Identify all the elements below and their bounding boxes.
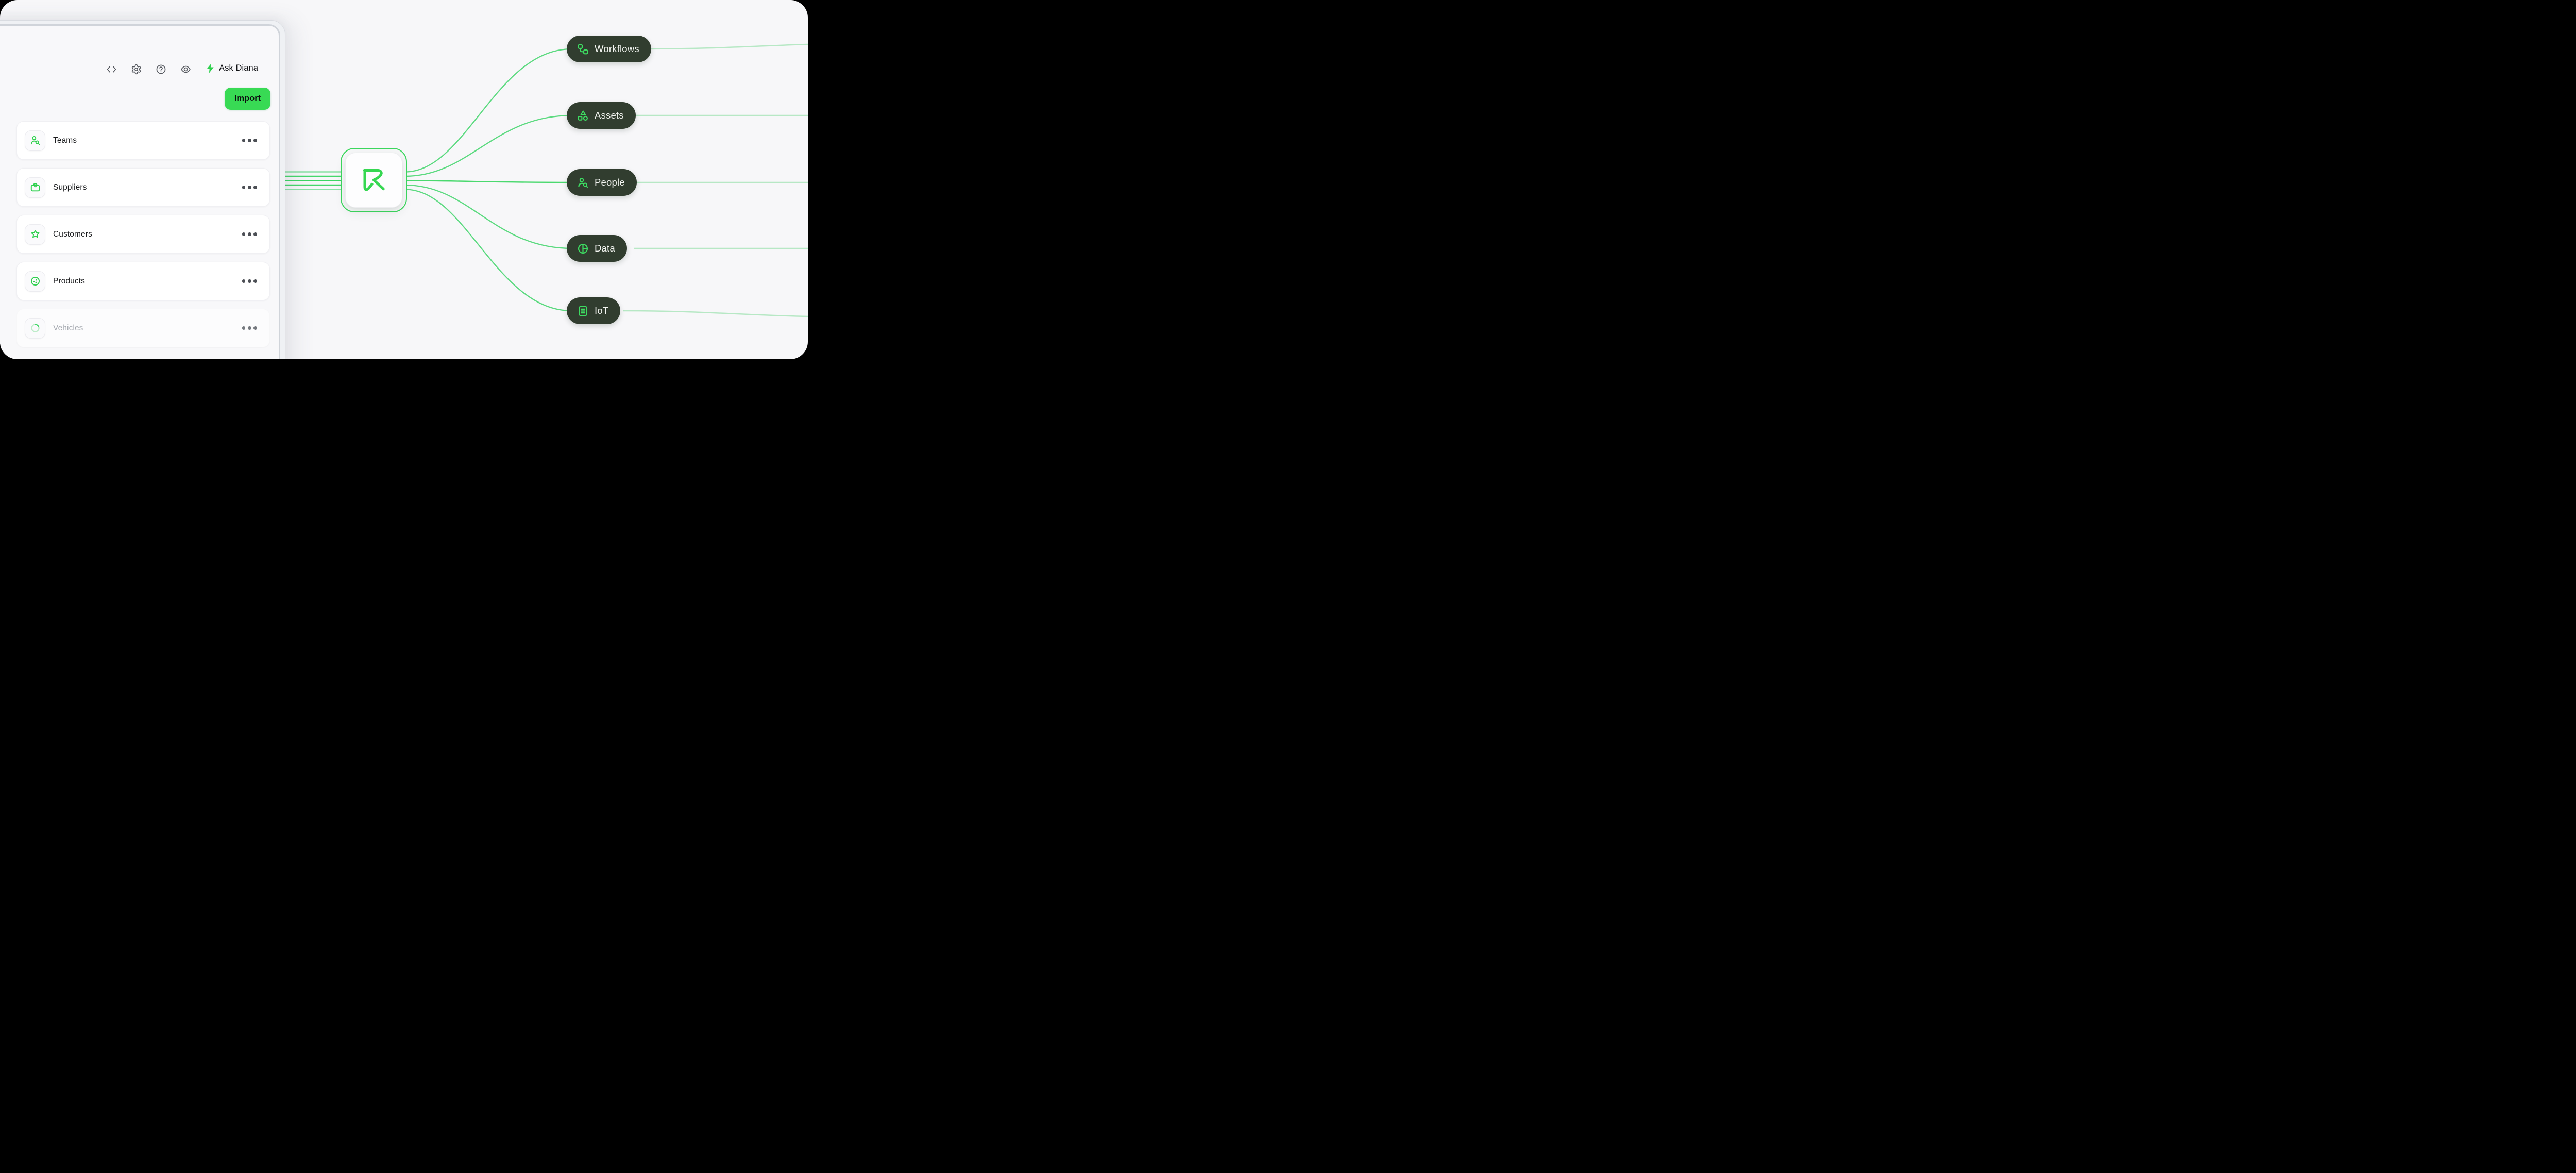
import-button[interactable]: Import [225,88,270,110]
r-cursor-logo-icon [363,169,385,191]
ask-diana-button[interactable]: Ask Diana [206,63,258,74]
gear-icon[interactable] [131,64,142,75]
list-box-icon [579,306,587,316]
pill-data: Data [567,235,627,262]
pill-label: IoT [595,305,609,316]
molecule-icon [25,271,45,292]
pill-label: Assets [595,110,624,121]
row-menu-button[interactable] [241,136,258,145]
ask-diana-label: Ask Diana [219,63,259,73]
list-item-products[interactable]: Products [16,262,270,300]
briefcase-icon [25,177,45,198]
hub-node [341,148,407,212]
pill-assets: Assets [567,102,636,129]
sidebar-panel: Ask Diana Import Teams Supplie [0,24,280,359]
list-item-label: Customers [53,229,92,239]
list-item-label: Teams [53,136,77,145]
row-menu-button[interactable] [241,182,258,192]
workflow-icon [578,44,588,54]
pill-workflows: Workflows [567,36,651,62]
toolbar: Ask Diana [0,26,279,85]
list-item-vehicles[interactable]: Vehicles [16,309,270,347]
pill-people: People [567,169,637,196]
hub-node-card [345,153,402,208]
user-search-icon [25,130,45,151]
pill-label: People [595,177,625,188]
spinner-icon [25,317,45,339]
row-menu-button[interactable] [241,229,258,239]
list-item-customers[interactable]: Customers [16,215,270,254]
list-item-label: Vehicles [53,323,83,332]
star-icon [25,224,45,245]
eye-icon[interactable] [180,64,191,75]
list-item-label: Products [53,276,85,286]
user-search-icon [578,177,588,188]
row-menu-button[interactable] [241,276,258,286]
row-menu-button[interactable] [241,323,258,333]
code-icon[interactable] [106,64,117,75]
list-item-label: Suppliers [53,182,87,192]
app-canvas: Ask Diana Import Teams Supplie [0,0,808,359]
connection-lines [284,43,808,317]
pill-label: Workflows [595,43,639,54]
pill-iot: IoT [567,297,621,324]
list-item-teams[interactable]: Teams [16,121,270,160]
shapes-icon [578,110,588,121]
pill-label: Data [595,243,615,254]
pie-chart-icon [578,243,588,254]
help-icon[interactable] [156,64,166,75]
sidebar-window-frame: Ask Diana Import Teams Supplie [0,20,285,359]
bolt-icon [207,63,214,73]
list-item-suppliers[interactable]: Suppliers [16,168,270,207]
